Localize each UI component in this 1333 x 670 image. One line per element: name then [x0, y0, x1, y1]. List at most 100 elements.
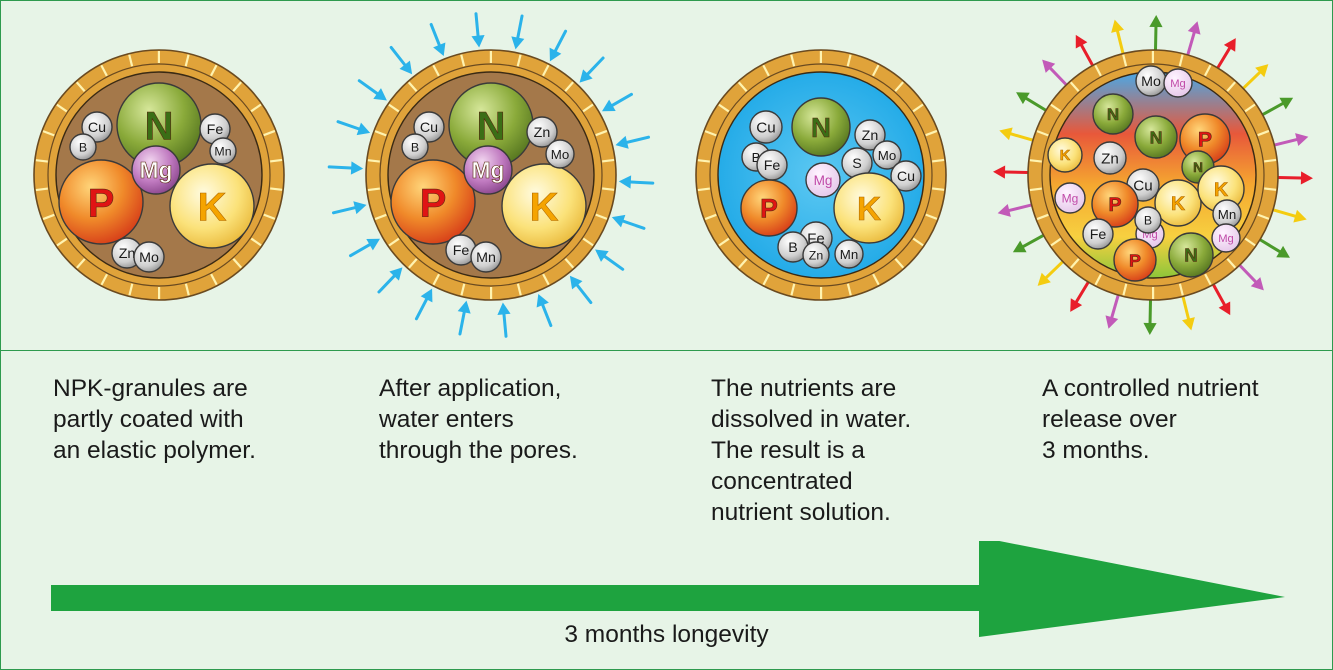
nutrient-label: Fe [764, 158, 781, 174]
nutrient-zn: Zn [802, 241, 830, 269]
timeline-arrow [51, 541, 1285, 637]
nutrient-label: P [1198, 128, 1212, 152]
nutrient-n: N [1168, 232, 1214, 278]
nutrient-p: P [740, 179, 798, 237]
nutrient-label: K [1060, 148, 1071, 164]
nutrient-label: Fe [453, 243, 470, 259]
nutrient-label: N [1184, 245, 1198, 266]
nutrient-fe: Fe [756, 149, 788, 181]
nutrient-p: P [58, 159, 144, 245]
nutrient-label: Zn [809, 248, 824, 262]
nutrient-label: Mg [1170, 78, 1186, 90]
nutrient-fe: Fe [199, 113, 231, 145]
nutrient-label: N [477, 104, 506, 148]
release-arrows [993, 15, 1313, 335]
nutrient-label: N [1107, 105, 1119, 124]
nutrient-label: Zn [534, 125, 551, 141]
nutrient-k: K [169, 163, 255, 249]
nutrient-zn: Zn [111, 237, 143, 269]
nutrient-label: Zn [862, 128, 879, 144]
nutrient-mn: Mn [209, 137, 237, 165]
water-inflow-arrows [327, 12, 655, 338]
nutrient-label: Mg [1218, 233, 1234, 245]
nutrient-label: Mg [1062, 191, 1079, 205]
nutrient-label: Mn [476, 250, 496, 266]
nutrient-label: Zn [1101, 150, 1119, 167]
nutrient-label: N [1193, 160, 1203, 175]
nutrient-label: Cu [88, 120, 106, 136]
nutrient-k: K [1154, 179, 1202, 227]
nutrient-label: Mo [1141, 74, 1161, 90]
nutrient-n: N [1092, 93, 1134, 135]
nutrient-label: B [752, 150, 761, 165]
nutrient-mg: Mg [805, 162, 841, 198]
nutrient-label: Fe [1090, 227, 1107, 243]
nutrient-mg: Mg [1211, 223, 1241, 253]
nutrient-label: B [1144, 213, 1152, 227]
nutrient-k: K [1047, 137, 1083, 173]
nutrient-label: N [1150, 127, 1163, 147]
nutrient-cu: Cu [749, 110, 783, 144]
nutrient-zn: Zn [526, 116, 558, 148]
nutrient-b: B [401, 133, 429, 161]
nutrient-fe: Fe [1082, 218, 1114, 250]
nutrient-p: P [1113, 238, 1157, 282]
nutrient-zn: Zn [854, 119, 886, 151]
nutrient-label: K [1214, 179, 1228, 201]
nutrient-label: Fe [207, 122, 224, 138]
nutrient-label: Mo [878, 148, 896, 163]
nutrient-label: Cu [756, 119, 775, 136]
nutrient-b: B [1134, 206, 1162, 234]
nutrient-mo: Mo [545, 139, 575, 169]
nutrient-mo: Mo [872, 140, 902, 170]
nutrient-label: K [1171, 193, 1185, 215]
nutrient-label: Mo [551, 147, 569, 162]
nutrient-label: K [857, 191, 881, 228]
nutrient-label: P [760, 194, 778, 224]
nutrient-label: P [420, 181, 447, 225]
nutrient-cu: Cu [890, 160, 922, 192]
caption-stage-3: The nutrients are dissolved in water. Th… [711, 375, 912, 526]
nutrient-n: N [791, 97, 851, 157]
nutrient-cu: Cu [413, 111, 445, 143]
nutrient-label: B [79, 140, 87, 154]
nutrient-mg: Mg [463, 145, 513, 195]
nutrient-mn: Mn [834, 239, 864, 269]
nutrient-label: Mn [1218, 207, 1236, 222]
nutrient-label: K [530, 185, 559, 229]
nutrient-mg: Mg [131, 145, 181, 195]
nutrient-label: S [852, 156, 862, 172]
nutrient-p: P [390, 159, 476, 245]
nutrient-label: Mo [139, 250, 159, 266]
nutrient-label: B [788, 240, 798, 256]
nutrient-k: K [501, 163, 587, 249]
nutrient-label: N [811, 112, 831, 143]
nutrient-label: Mg [472, 157, 505, 183]
caption-stage-4: A controlled nutrient release over 3 mon… [1042, 375, 1259, 464]
nutrient-label: Cu [420, 120, 438, 136]
nutrient-b: B [69, 133, 97, 161]
nutrient-label: Mn [840, 247, 858, 262]
nutrient-label: N [145, 104, 174, 148]
nutrient-label: B [411, 140, 419, 154]
nutrient-label: P [1129, 250, 1141, 270]
nutrient-label: Zn [119, 246, 136, 262]
nutrient-mg: Mg [1163, 68, 1193, 98]
caption-stage-2: After application, water enters through … [379, 375, 578, 464]
nutrient-k: K [833, 172, 905, 244]
nutrient-mn: Mn [470, 241, 502, 273]
nutrient-label: P [88, 181, 115, 225]
timeline-arrow-shape [51, 541, 1285, 637]
nutrient-label: Mn [214, 144, 231, 158]
nutrient-label: Cu [1133, 177, 1152, 194]
nutrient-zn: Zn [1093, 141, 1127, 175]
nutrient-n: N [448, 82, 534, 168]
nutrient-label: Mg [814, 173, 833, 188]
nutrient-mo: Mo [133, 241, 165, 273]
